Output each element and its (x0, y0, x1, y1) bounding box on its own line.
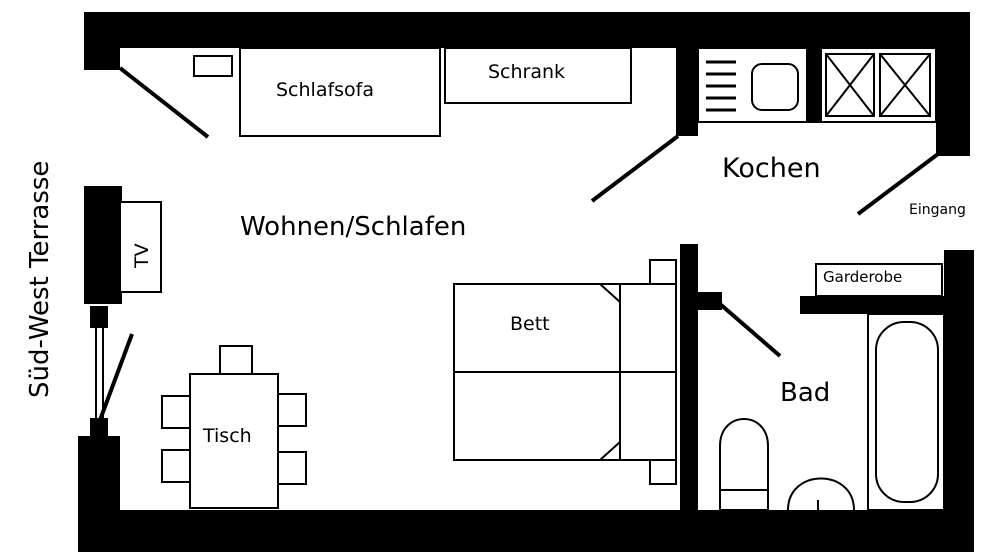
garderobe-wall (800, 296, 944, 314)
kitchen-divider-wall (676, 12, 698, 136)
nightstand-top (649, 259, 677, 285)
window-post-bottom (90, 418, 108, 438)
bottom-wall (78, 510, 974, 552)
left-wall-upper (84, 186, 122, 304)
washbasin (787, 477, 855, 511)
bathtub-inner (875, 321, 939, 503)
table-label: Tisch (202, 425, 252, 447)
stove-left-cross-b (825, 53, 875, 117)
bed (453, 259, 677, 485)
chair-right-1 (277, 393, 307, 427)
walls (78, 12, 974, 552)
door-entrance (856, 152, 940, 216)
door-top-left (118, 66, 210, 139)
chair-right-2 (277, 451, 307, 485)
coat-rack (815, 263, 943, 297)
chair-left-2 (161, 449, 191, 483)
wardrobe-label: Schrank (488, 61, 565, 83)
tv-label: TV (131, 243, 153, 269)
coat-rack-label: Garderobe (823, 268, 902, 286)
right-wall-upper (936, 12, 970, 156)
chair-top (219, 345, 253, 375)
entrance-label: Eingang (909, 202, 966, 218)
door-terrace (98, 333, 134, 421)
kitchen-label: Kochen (722, 153, 821, 184)
sofa (239, 47, 441, 137)
terrace-label: Süd-West Terrasse (25, 161, 55, 398)
bathroom-wall (680, 244, 698, 510)
door-bath (718, 302, 782, 358)
toilet-tank (719, 489, 769, 511)
stove-right-cross-b (879, 53, 931, 117)
bathroom-fixtures (719, 263, 945, 511)
window-post-top (90, 306, 108, 328)
dining-set (161, 345, 307, 509)
bed-blanket-fold-top (599, 283, 621, 303)
right-wall-lower (944, 250, 974, 552)
bath-door-hinge (698, 292, 722, 310)
dining-table (189, 373, 279, 509)
sofa-label: Schlafsofa (276, 79, 374, 101)
small-shelf (193, 55, 233, 77)
top-wall (84, 12, 970, 48)
living-label: Wohnen/Schlafen (240, 212, 466, 242)
bath-label: Bad (780, 378, 830, 408)
kitchen-appliances (697, 47, 937, 123)
door-kitchen (590, 134, 680, 203)
stove-left (825, 53, 875, 117)
tv-cabinet (119, 201, 162, 293)
bed-blanket-fold-bottom (599, 441, 621, 461)
bed-label: Bett (510, 313, 550, 335)
wardrobe (444, 47, 632, 104)
sink-basin (751, 63, 799, 111)
counter-divider (806, 48, 822, 122)
doors (98, 66, 940, 421)
chair-left-1 (161, 395, 191, 429)
stove-right (879, 53, 931, 117)
bathtub-outer (867, 313, 945, 511)
top-left-corner (84, 12, 120, 70)
toilet-bowl (719, 418, 769, 490)
nightstand-bottom (649, 459, 677, 485)
